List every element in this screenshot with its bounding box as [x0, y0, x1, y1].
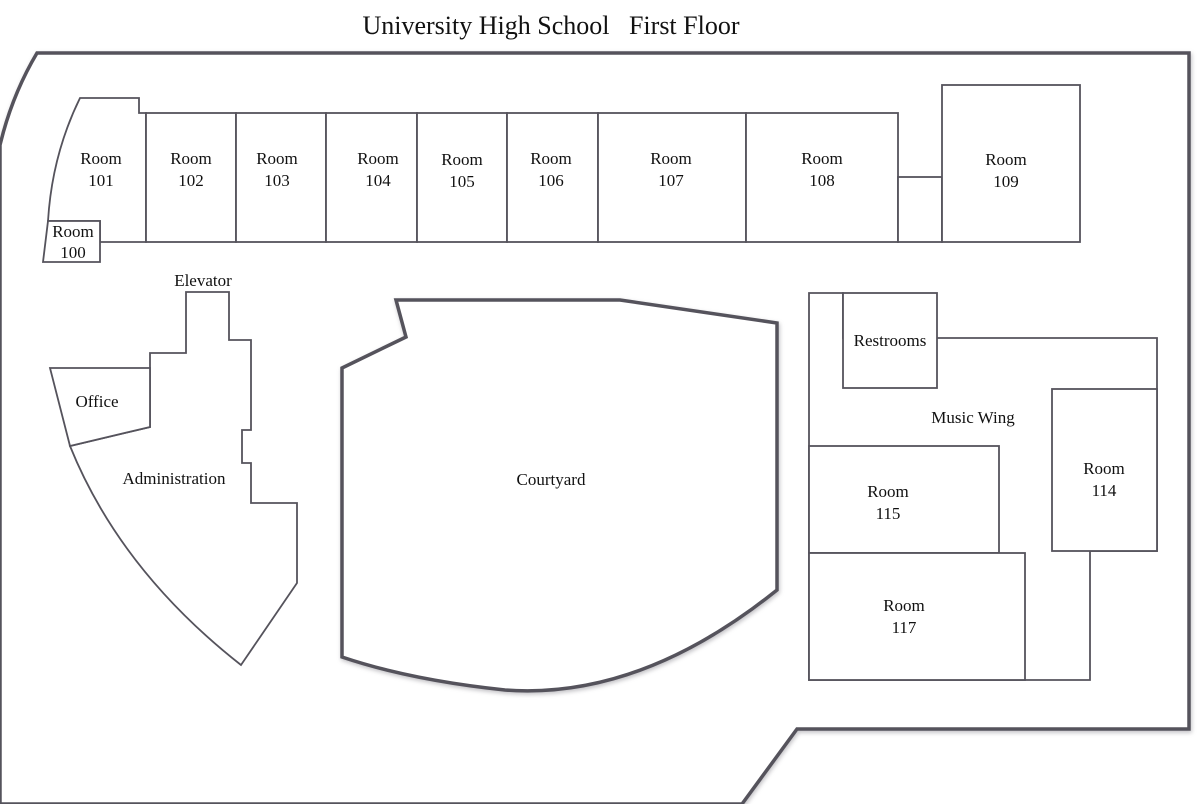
administration-area[interactable]	[68, 291, 298, 667]
room-103[interactable]	[235, 112, 327, 243]
corridor-connector	[897, 176, 943, 243]
administration-label: Administration	[123, 469, 226, 488]
music-wing-label: Music Wing	[931, 408, 1015, 427]
restrooms-label: Restrooms	[854, 331, 927, 350]
room-117[interactable]	[808, 552, 1026, 681]
room-108[interactable]	[745, 112, 899, 243]
room-109[interactable]	[941, 84, 1081, 243]
room-114[interactable]	[1051, 388, 1158, 552]
elevator-label: Elevator	[174, 271, 232, 290]
office-label: Office	[75, 392, 118, 411]
room-115[interactable]	[808, 445, 1000, 554]
room-100[interactable]	[41, 220, 101, 263]
room-107[interactable]	[597, 112, 747, 243]
floor-plan-title: University High School First Floor	[362, 11, 739, 40]
courtyard-label: Courtyard	[517, 470, 586, 489]
restrooms-room[interactable]	[842, 292, 938, 389]
room-102[interactable]	[145, 112, 237, 243]
office-room[interactable]	[48, 367, 151, 448]
courtyard-area	[340, 298, 779, 693]
